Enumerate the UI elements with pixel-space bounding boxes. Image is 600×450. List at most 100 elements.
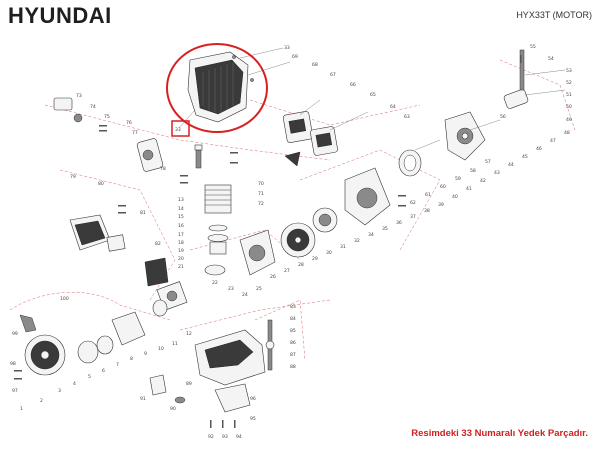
callout-68: 68 [312, 62, 318, 68]
callout-89: 89 [186, 381, 192, 387]
cylinder-assembly [204, 184, 232, 276]
callout-84: 84 [290, 316, 296, 322]
callout-80: 80 [98, 181, 104, 187]
callout-38: 38 [424, 208, 430, 214]
callout-60: 60 [440, 184, 446, 190]
callout-61: 61 [425, 192, 431, 198]
callout-87: 87 [290, 352, 296, 358]
callout-56: 56 [500, 114, 506, 120]
callout-6: 6 [102, 368, 105, 374]
callout-64: 64 [390, 104, 396, 110]
callout-23: 23 [228, 286, 234, 292]
callout-71: 71 [258, 191, 264, 197]
callout-48: 48 [564, 130, 570, 136]
callout-46: 46 [536, 146, 542, 152]
callout-labels: 33 33 1 2 3 4 5 6 7 8 9 10 11 12 13 14 1… [10, 44, 572, 440]
crankcase [239, 229, 276, 276]
callout-20: 20 [178, 256, 184, 262]
callout-42: 42 [480, 178, 486, 184]
callout-35: 35 [382, 226, 388, 232]
callout-94: 94 [236, 434, 242, 440]
callout-73: 73 [76, 93, 82, 99]
callout-39: 39 [438, 202, 444, 208]
callout-82: 82 [155, 241, 161, 247]
spare-part-note: Resimdeki 33 Numaralı Yedek Parçadır. [411, 428, 588, 439]
callout-7: 7 [116, 362, 119, 368]
callout-5: 5 [88, 374, 91, 380]
callout-18: 18 [178, 240, 184, 246]
callout-4: 4 [73, 381, 76, 387]
spark-plug [194, 144, 203, 169]
callout-31: 31 [340, 244, 346, 250]
callout-95: 95 [250, 416, 256, 422]
throttle-handle [503, 49, 529, 109]
callout-98: 98 [10, 361, 16, 367]
callout-lines [178, 47, 566, 151]
callout-21: 21 [178, 264, 184, 270]
callout-12: 12 [186, 331, 192, 337]
callout-32: 32 [354, 238, 360, 244]
callout-77: 77 [132, 130, 138, 136]
callout-33-top: 33 [284, 45, 290, 51]
callout-22: 22 [212, 280, 218, 286]
callout-44: 44 [508, 162, 514, 168]
air-filter-assembly [69, 214, 169, 287]
callout-50: 50 [566, 104, 572, 110]
clutch [312, 207, 338, 233]
screw-set [14, 55, 522, 428]
callout-13: 13 [178, 197, 184, 203]
callout-30: 30 [326, 250, 332, 256]
callout-16: 16 [178, 223, 184, 229]
fuel-tank-cover [282, 111, 338, 167]
flywheel [280, 222, 316, 258]
callout-92: 92 [208, 434, 214, 440]
callout-90: 90 [170, 406, 176, 412]
highlight-marker [166, 43, 268, 137]
callout-88: 88 [290, 364, 296, 370]
callout-14: 14 [178, 206, 184, 212]
callout-74: 74 [90, 104, 96, 110]
clutch-drum [398, 149, 422, 177]
callout-43: 43 [494, 170, 500, 176]
callout-53: 53 [566, 68, 572, 74]
callout-69: 69 [292, 54, 298, 60]
callout-62: 62 [410, 200, 416, 206]
callout-63: 63 [404, 114, 410, 120]
callout-15: 15 [178, 214, 184, 220]
recoil-starter [19, 314, 114, 376]
callout-1: 1 [20, 406, 23, 412]
callout-70: 70 [258, 181, 264, 187]
callout-25: 25 [256, 286, 262, 292]
callout-91: 91 [140, 396, 146, 402]
brand-logo: HYUNDAI [8, 3, 112, 28]
callout-24: 24 [242, 292, 248, 298]
callout-96: 96 [250, 396, 256, 402]
callout-81: 81 [140, 210, 146, 216]
callout-67: 67 [330, 72, 336, 78]
callout-37: 37 [410, 214, 416, 220]
callout-51: 51 [566, 92, 572, 98]
callout-11: 11 [172, 341, 178, 347]
callout-33-box: 33 [175, 127, 181, 133]
callout-17: 17 [178, 232, 184, 238]
callout-45: 45 [522, 154, 528, 160]
callout-97: 97 [12, 388, 18, 394]
callout-59: 59 [455, 176, 461, 182]
callout-3: 3 [58, 388, 61, 394]
callout-85: 85 [290, 328, 296, 334]
ignition-coil [136, 138, 164, 172]
callout-54: 54 [548, 56, 554, 62]
callout-55: 55 [530, 44, 536, 50]
callout-29: 29 [312, 256, 318, 262]
callout-19: 19 [178, 248, 184, 254]
callout-83: 83 [290, 304, 296, 310]
throttle-cable [265, 319, 275, 371]
engine-cover-part [187, 51, 254, 123]
choke-assembly [53, 97, 83, 123]
callout-52: 52 [566, 80, 572, 86]
callout-78: 78 [160, 166, 166, 172]
callout-9: 9 [144, 351, 147, 357]
callout-28: 28 [298, 262, 304, 268]
callout-72: 72 [258, 201, 264, 207]
